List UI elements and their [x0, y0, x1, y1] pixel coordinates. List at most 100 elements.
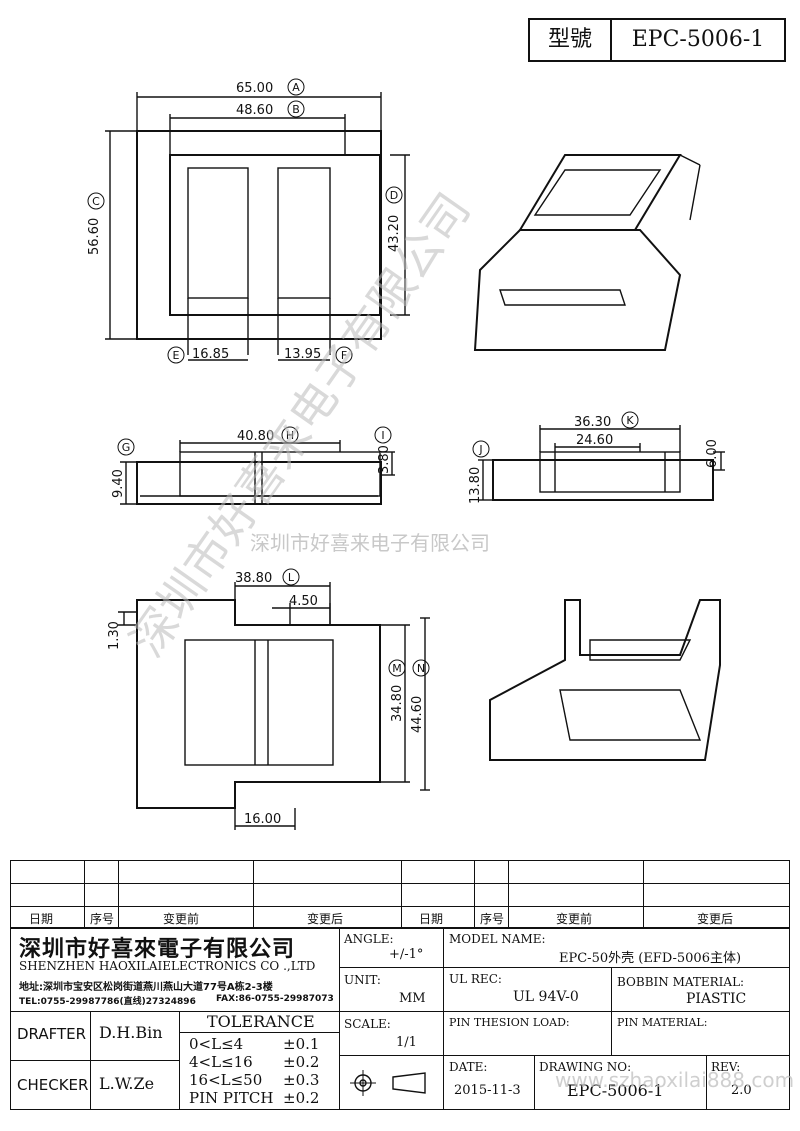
checker-label: CHECKER: [17, 1076, 89, 1094]
marker-c: C: [87, 192, 105, 210]
tolerance-range-4: PIN PITCH: [189, 1089, 274, 1107]
url-watermark: www.szhaoxilai888.com: [555, 1068, 795, 1092]
rev-header-date-2: 日期: [419, 912, 444, 926]
drafter-label: DRAFTER: [17, 1025, 87, 1043]
tolerance-value-3: ±0.3: [283, 1071, 320, 1089]
svg-text:A: A: [292, 81, 300, 94]
revision-table: 日期 序号 变更前 变更后 日期 序号 变更前 变更后: [10, 860, 790, 928]
model-box: 型號 EPC-5006-1: [528, 18, 786, 62]
horizontal-watermark: 深圳市好喜来电子有限公司: [250, 531, 490, 555]
checker-value: L.W.Ze: [99, 1074, 155, 1093]
isometric-view-2: [489, 599, 721, 761]
bottom-view: [118, 582, 430, 830]
marker-k: K: [621, 411, 639, 429]
svg-text:I: I: [381, 429, 384, 442]
svg-text:L: L: [288, 571, 295, 584]
marker-i: I: [374, 426, 392, 444]
tolerance-value-1: ±0.1: [283, 1035, 320, 1053]
company-name-en: SHENZHEN HAOXILAIELECTRONICS CO .,LTD: [19, 959, 316, 973]
dim-i: 3.80: [377, 445, 392, 474]
dim-bottom: 16.00: [244, 812, 281, 827]
dim-b: 48.60: [236, 103, 273, 118]
tolerance-range-3: 16<L≤50: [189, 1071, 263, 1089]
tolerance-value-2: ±0.2: [283, 1053, 320, 1071]
model-name-label: MODEL NAME:: [449, 932, 546, 946]
top-view: [105, 92, 410, 361]
model-name-value: EPC-50外壳 (EFD-5006主体): [559, 951, 742, 966]
svg-text:N: N: [417, 662, 425, 675]
marker-g: G: [117, 438, 135, 456]
scale-label: SCALE:: [344, 1017, 391, 1031]
pin-material-label: PIN MATERIAL:: [617, 1016, 708, 1029]
bobbin-material-value: PIASTIC: [686, 991, 747, 1007]
company-name-cn: 深圳市好喜來電子有限公司: [19, 936, 296, 962]
tolerance-label: TOLERANCE: [207, 1012, 315, 1031]
front-view: [120, 440, 395, 505]
company-tel: TEL:0755-29987786(直线)27324896: [19, 997, 196, 1007]
projection-symbol-icon: [350, 1070, 426, 1096]
tolerance-value-4: ±0.2: [283, 1089, 320, 1107]
drawing-no-label: DRAWING NO:: [539, 1060, 632, 1074]
dim-side-right: 6.00: [705, 439, 720, 468]
marker-e: E: [167, 346, 185, 364]
rev-value: 2.0: [731, 1083, 752, 1098]
pin-tension-label: PIN THESION LOAD:: [449, 1016, 570, 1029]
marker-f: F: [335, 346, 353, 364]
svg-text:D: D: [390, 189, 398, 202]
marker-j: J: [472, 440, 490, 458]
ul-rec-label: UL REC:: [449, 972, 502, 986]
dim-m: 34.80: [390, 685, 405, 722]
dim-n: 44.60: [410, 696, 425, 733]
angle-label: ANGLE:: [344, 932, 394, 946]
rev-header-before-1: 变更前: [163, 912, 200, 926]
svg-text:B: B: [292, 103, 300, 116]
dim-l: 38.80: [235, 571, 272, 586]
scale-value: 1/1: [396, 1035, 417, 1050]
rev-header-before-2: 变更前: [556, 912, 593, 926]
dim-j: 13.80: [468, 467, 483, 504]
svg-text:K: K: [626, 414, 634, 427]
svg-text:F: F: [341, 349, 347, 362]
rev-header-after-2: 变更后: [697, 912, 734, 926]
rev-header-no-2: 序号: [480, 912, 505, 926]
dim-c: 56.60: [87, 218, 102, 255]
technical-drawing: 65.00 48.60 56.60 43.20 16.85 13.95 9.40…: [87, 78, 725, 830]
date-value: 2015-11-3: [454, 1083, 521, 1098]
dim-d: 43.20: [387, 215, 402, 252]
tolerance-range-1: 0<L≤4: [189, 1035, 244, 1053]
unit-label: UNIT:: [344, 973, 381, 987]
model-label: 型號: [530, 20, 612, 60]
dim-k: 36.30: [574, 415, 611, 430]
dim-bottom-left: 1.30: [107, 621, 122, 650]
angle-value: +/-1°: [389, 947, 424, 962]
svg-text:J: J: [478, 443, 482, 456]
date-label: DATE:: [449, 1060, 488, 1074]
company-address: 地址:深圳市宝安区松岗街道燕川燕山大道77号A栋2-3楼: [19, 982, 273, 993]
dim-a: 65.00: [236, 81, 273, 96]
rev-label: REV:: [711, 1060, 741, 1074]
marker-a: A: [287, 78, 305, 96]
marker-d: D: [385, 186, 403, 204]
svg-text:C: C: [92, 195, 100, 208]
dim-small: 4.50: [289, 594, 318, 609]
svg-text:M: M: [392, 662, 402, 675]
drawing-no-value: EPC-5006-1: [567, 1081, 664, 1100]
dim-inner: 24.60: [576, 433, 613, 448]
company-fax: FAX:86-0755-29987073: [216, 994, 334, 1004]
unit-value: MM: [399, 991, 426, 1006]
dim-g: 9.40: [111, 469, 126, 498]
bobbin-material-label: BOBBIN MATERIAL:: [617, 975, 745, 989]
svg-text:H: H: [286, 429, 294, 442]
isometric-view-1: [473, 154, 701, 351]
drafter-value: D.H.Bin: [99, 1023, 163, 1042]
ul-rec-value: UL 94V-0: [513, 989, 579, 1005]
side-view: [478, 425, 725, 501]
marker-b: B: [287, 100, 305, 118]
rev-header-after-1: 变更后: [307, 912, 344, 926]
dim-e: 16.85: [192, 347, 229, 362]
marker-m: M: [388, 659, 406, 677]
dim-f: 13.95: [284, 347, 321, 362]
title-block: 深圳市好喜來電子有限公司 SHENZHEN HAOXILAIELECTRONIC…: [10, 928, 790, 1110]
marker-n: N: [412, 659, 430, 677]
rev-header-no-1: 序号: [90, 912, 115, 926]
